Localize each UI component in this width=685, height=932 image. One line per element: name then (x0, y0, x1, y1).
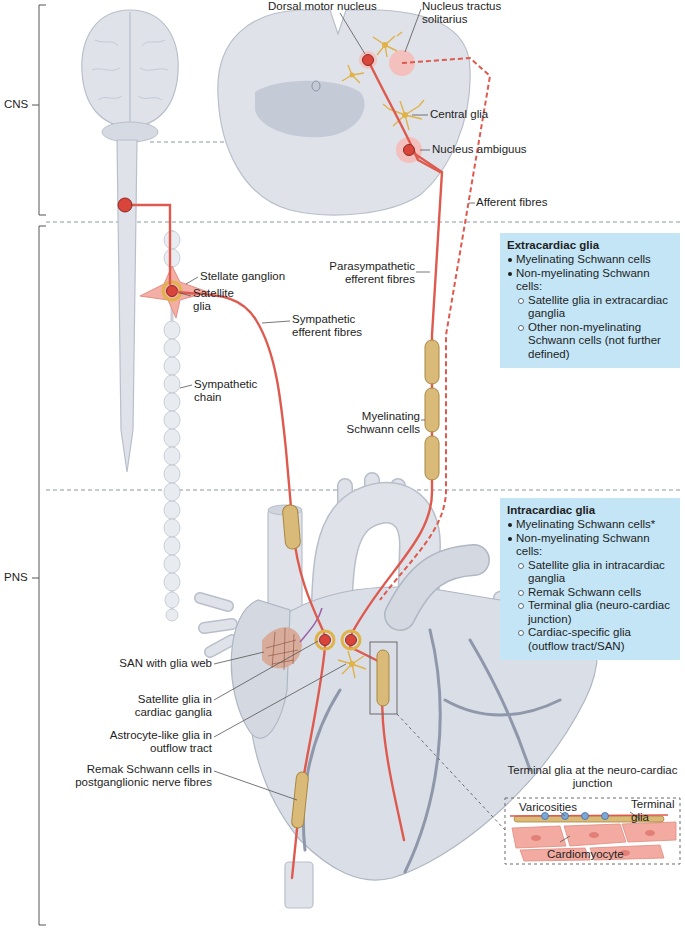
callout-label: Stellate ganglion (200, 270, 310, 283)
callout-label: Nucleus ambiguus (432, 143, 542, 156)
glia-cell (338, 651, 366, 678)
nerve-fibre (125, 60, 442, 878)
callout-label: Nucleus tractus solitarius (422, 0, 517, 27)
zoom-line (397, 714, 505, 830)
glia-body (349, 661, 355, 667)
bullet-row: Terminal glia (neuro-cardiac junction) (507, 599, 674, 626)
bullet-text: Cardiac-specific glia (outflow tract/SAN… (528, 626, 631, 651)
bullet-mark (508, 537, 512, 541)
bullet-row: Other non-myelinating Schwann cells (not… (507, 321, 674, 361)
callout-label: Satellite glia (193, 287, 243, 314)
bullet-row: Remak Schwann cells (507, 586, 674, 599)
bullet-row: Satellite glia in extracardiac ganglia (507, 294, 674, 321)
panel-heading: Extracardiac glia (507, 239, 674, 252)
callout-label: Remak Schwann cells in postganglionic ne… (50, 763, 212, 790)
info-panel: Extracardiac gliaMyelinating Schwann cel… (500, 233, 680, 368)
callout-label: Sympathetic chain (194, 378, 266, 405)
glia-cell (342, 32, 424, 130)
inset-label: Varicosities (519, 801, 589, 814)
schwann-cell (282, 340, 439, 828)
bullet-mark (508, 523, 512, 527)
bullet-row: Myelinating Schwann cells* (507, 518, 674, 531)
bullet-text: Other non-myelinating Schwann cells (not… (528, 321, 661, 360)
callout-label: Sympathetic efferent fibres (292, 313, 380, 340)
inset-label: Cardiomyocyte (547, 848, 637, 861)
callout-label: Parasympathetic efferent fibres (320, 260, 415, 287)
bullet-mark (518, 563, 524, 569)
callout-label: Myelinating Schwann cells (345, 410, 420, 437)
bracket (32, 5, 46, 925)
leader-line (180, 9, 640, 842)
neuron-body (118, 55, 415, 650)
bullet-row: Non-myelinating Schwann cells: (507, 267, 674, 294)
callout-label: Afferent fibres (476, 196, 566, 209)
bullet-mark (518, 630, 524, 636)
panel-heading: Intracardiac glia (507, 504, 674, 517)
bullet-row: Cardiac-specific glia (outflow tract/SAN… (507, 626, 674, 653)
bullet-mark (508, 258, 512, 262)
bullet-row: Myelinating Schwann cells (507, 253, 674, 266)
callout-label: Central glia (430, 108, 510, 121)
inset-box: Terminal glia at the neuro-cardiac junct… (505, 764, 680, 864)
san-glia-web (262, 608, 322, 670)
inset-heading: Terminal glia at the neuro-cardiac junct… (505, 764, 680, 791)
callout-label: Astrocyte-like glia in outflow tract (86, 729, 212, 756)
zoom-frame (370, 642, 397, 714)
inset-illustration (505, 798, 680, 864)
inset-label: Terminal glia (631, 798, 679, 825)
callout-label: SAN with glia web (100, 657, 212, 670)
callout-label: CNS (4, 98, 36, 111)
bullet-mark (518, 325, 524, 331)
bullet-row: Satellite glia in intracardiac ganglia (507, 559, 674, 586)
bullet-text: Non-myelinating Schwann cells: (516, 532, 650, 557)
bullet-mark (518, 298, 524, 304)
bullet-text: Satellite glia in extracardiac ganglia (528, 294, 668, 319)
afferent-fibre (380, 58, 490, 600)
bullet-mark (518, 590, 524, 596)
bullet-mark (508, 272, 512, 276)
callout-label: Dorsal motor nucleus (268, 0, 378, 13)
bullet-text: Non-myelinating Schwann cells: (516, 267, 650, 292)
callout-label: Satellite glia in cardiac ganglia (112, 693, 212, 720)
callout-label: PNS (4, 571, 36, 584)
bullet-mark (518, 603, 524, 609)
bullet-row: Non-myelinating Schwann cells: (507, 532, 674, 559)
bullet-text: Remak Schwann cells (528, 586, 641, 598)
bullet-text: Terminal glia (neuro-cardiac junction) (528, 599, 670, 624)
bullet-text: Myelinating Schwann cells* (516, 518, 655, 530)
info-panel: Intracardiac gliaMyelinating Schwann cel… (500, 498, 680, 660)
bullet-text: Satellite glia in intracardiac ganglia (528, 559, 665, 584)
bullet-text: Myelinating Schwann cells (516, 253, 651, 265)
